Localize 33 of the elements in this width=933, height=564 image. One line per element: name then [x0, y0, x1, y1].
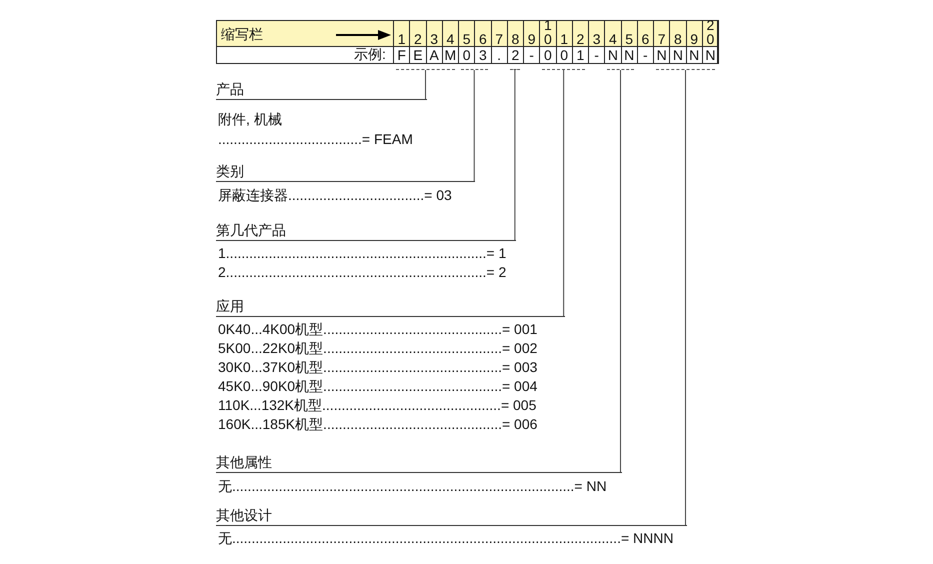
section-heading: 应用 [216, 298, 565, 317]
option-entry: 附件, 机械 [218, 110, 282, 128]
section-heading: 其他设计 [216, 507, 686, 526]
leader-line [474, 70, 475, 182]
leader-line [514, 70, 516, 242]
section-heading: 产品 [216, 81, 426, 100]
section-heading: 其他属性 [216, 454, 622, 473]
leader-line [563, 70, 564, 318]
code-segment-underline [510, 69, 520, 71]
code-segment-underline [542, 69, 585, 71]
option-entry: 无....................................................................................................= NNNN [218, 529, 674, 547]
option-entry: .....................................= FEAM [218, 130, 413, 148]
code-segment-underline [461, 69, 488, 71]
option-entry: 0K40...4K00机型..............................................= 001 [218, 320, 538, 338]
row-heading: 缩写栏 [221, 26, 263, 44]
leader-line [620, 70, 621, 474]
option-entry: 无........................................................................................= NN [218, 477, 607, 495]
option-entry: 160K...185K机型..............................................= 006 [218, 415, 538, 433]
leader-line [685, 70, 686, 526]
option-entry: 屏蔽连接器...................................= 03 [218, 186, 452, 204]
row-label: 示例: [354, 46, 386, 63]
code-segment-underline [396, 69, 455, 71]
option-entry: 1...................................................................= 1 [218, 244, 506, 262]
section-heading: 第几代产品 [216, 222, 516, 241]
option-entry: 45K0...90K0机型..............................................= 004 [218, 377, 538, 395]
option-entry: 5K00...22K0机型..............................................= 002 [218, 339, 538, 357]
code-segment-underline [607, 69, 634, 71]
option-entry: 2...................................................................= 2 [218, 263, 506, 281]
option-entry: 110K...132K机型..............................................= 005 [218, 396, 536, 414]
option-entry: 30K0...37K0机型..............................................= 003 [218, 358, 538, 376]
code-segment-underline [656, 69, 715, 71]
section-heading: 类别 [216, 163, 476, 182]
leader-line [425, 70, 426, 100]
